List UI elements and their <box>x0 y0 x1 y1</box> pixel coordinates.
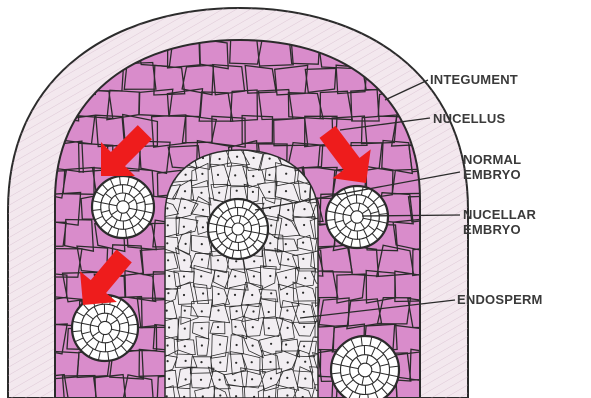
nucellar-embryo-upper-left <box>92 176 154 238</box>
nucellar-embryo-bottom <box>331 336 399 398</box>
label-nucellus: NUCELLUS <box>433 111 505 126</box>
label-integument: INTEGUMENT <box>430 72 518 87</box>
normal-embryo <box>208 199 268 259</box>
label-normal-embryo: NORMAL EMBRYO <box>463 152 521 182</box>
label-nucellar-embryo: NUCELLAR EMBRYO <box>463 207 536 237</box>
nucellar-embryo-lower-left <box>72 295 138 361</box>
label-endosperm: ENDOSPERM <box>457 292 543 307</box>
